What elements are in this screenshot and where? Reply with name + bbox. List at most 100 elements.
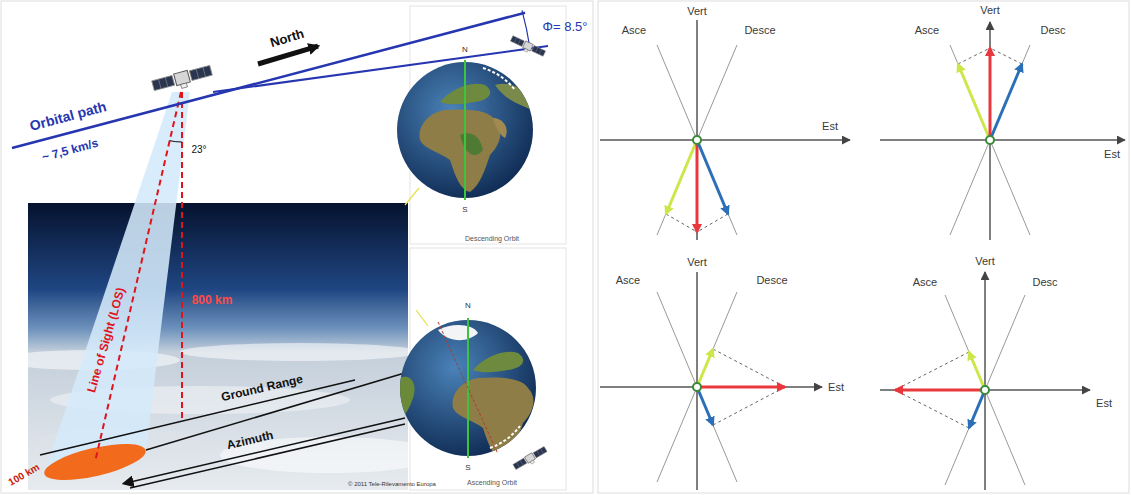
displacement-vector — [986, 136, 994, 144]
globe — [493, 118, 507, 138]
displacement-vector — [713, 387, 785, 425]
axis-label: Desce — [744, 25, 775, 36]
los-label: Line of Sight (LOS) — [85, 286, 126, 394]
height-label: 800 km — [192, 294, 233, 306]
globe — [405, 188, 419, 205]
pole-label: S — [465, 464, 470, 472]
displacement-vector — [697, 386, 785, 389]
los-axis — [600, 386, 822, 388]
satellite — [151, 64, 213, 95]
los-axis — [600, 20, 850, 240]
angle-label: 23° — [191, 145, 206, 155]
axis-label: Asce — [616, 275, 640, 286]
los-line — [95, 92, 181, 462]
displacement-vector — [895, 352, 969, 390]
displacement-vector — [697, 214, 728, 232]
pole-label: S — [462, 206, 467, 214]
los-axis — [600, 272, 822, 490]
los-axis — [984, 272, 986, 490]
axis-label: Asce — [915, 25, 939, 36]
ground-range-line — [146, 372, 408, 450]
axis-label: Est — [822, 121, 838, 132]
displacement-vector — [958, 48, 990, 64]
earth-photo — [180, 343, 408, 361]
globe — [397, 60, 533, 205]
globe — [460, 133, 483, 155]
nadir-line — [181, 92, 183, 418]
displacement-vector — [895, 390, 969, 428]
displacement-vector — [989, 48, 992, 140]
displacement-vector — [697, 387, 713, 425]
displacement-vector — [666, 140, 697, 214]
displacement-vector — [958, 48, 1022, 144]
displacement-vector — [969, 390, 985, 428]
globe — [483, 68, 515, 90]
los-axis — [880, 139, 1125, 141]
los-axis — [989, 22, 991, 240]
globe — [416, 310, 428, 326]
copyright-note: © 2011 Tele-Rilevamento Europa — [348, 481, 436, 487]
globe — [400, 310, 536, 460]
globe — [420, 84, 533, 192]
displacement-vector — [693, 383, 701, 391]
globe — [464, 60, 466, 200]
displacement-vector — [990, 48, 1022, 64]
axis-label: Vert — [687, 257, 707, 268]
axis-label: Asce — [622, 25, 646, 36]
axis-label: Vert — [687, 6, 707, 17]
los-axis — [696, 272, 698, 490]
axis-label: Est — [1104, 149, 1120, 160]
displacement-vector — [693, 136, 701, 144]
displacement-vector — [969, 352, 985, 390]
pole-label: N — [462, 46, 468, 54]
los-line — [95, 92, 181, 462]
displacement-vector — [958, 64, 990, 140]
north-arrow — [258, 46, 318, 64]
los-axis — [600, 139, 850, 141]
nadir-line — [169, 141, 182, 142]
satellite — [513, 446, 549, 472]
globe — [400, 377, 415, 418]
displacement-vector — [666, 214, 697, 232]
globe — [490, 426, 520, 448]
satellite — [509, 35, 546, 59]
azimuth-arrow — [130, 424, 405, 488]
displacement-vector — [981, 386, 989, 394]
globe-caption: Ascending Orbit — [467, 479, 517, 486]
globe — [473, 352, 523, 373]
panel-frame — [410, 6, 566, 244]
speed-label: ~ 7,5 km/s — [41, 137, 100, 164]
axis-label: Est — [828, 382, 844, 393]
axis-label: Vert — [975, 256, 995, 267]
globe-caption: Descending Orbit — [465, 235, 519, 242]
orbit-label: Orbital path — [28, 99, 108, 133]
globe — [400, 325, 533, 460]
globe — [420, 109, 501, 192]
globe — [453, 377, 534, 460]
displacement-vector — [666, 136, 728, 232]
azimuth-label: Azimuth — [226, 429, 275, 451]
globe — [438, 322, 498, 454]
axis-label: Est — [1096, 398, 1112, 409]
displacement-vector — [895, 352, 989, 428]
panel-frame — [598, 1, 1129, 493]
north-label: North — [269, 27, 306, 50]
radar-beam — [41, 92, 190, 487]
displacement-vector — [697, 140, 728, 214]
axis-label: Vert — [980, 5, 1000, 16]
axis-label: Desce — [756, 275, 787, 286]
displacement-vector — [697, 349, 713, 387]
nadir-line — [169, 92, 182, 418]
los-axis — [880, 272, 1090, 490]
los-axis — [696, 20, 698, 240]
swath-label: 100 km — [7, 462, 41, 488]
displacement-vector — [895, 389, 985, 392]
displacement-vector — [713, 349, 785, 387]
displacement-vector — [693, 349, 785, 425]
axis-label: Asce — [913, 277, 937, 288]
satellite — [513, 446, 549, 472]
globe — [438, 325, 478, 340]
